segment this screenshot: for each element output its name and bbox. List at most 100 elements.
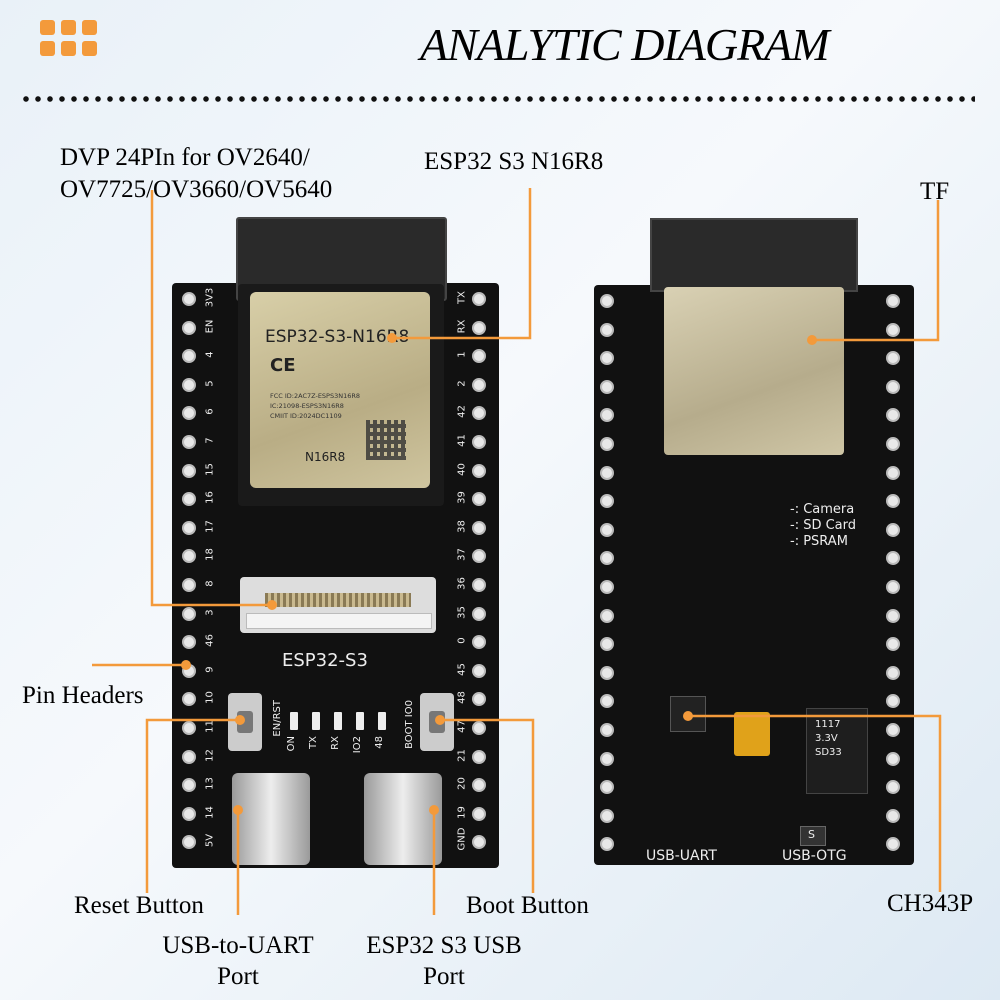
back-left-pin-hole: [600, 379, 614, 394]
label-reset-button: Reset Button: [74, 892, 204, 919]
right-pin-label: 35: [456, 605, 468, 619]
reset-button[interactable]: [228, 693, 262, 751]
back-left-pin-hole: [600, 408, 614, 423]
back-left-pin-hole: [600, 351, 614, 366]
back-left-pin-hole: [600, 294, 614, 308]
right-pin-hole: [472, 549, 486, 564]
label-boot-button: Boot Button: [466, 892, 589, 919]
back-left-pin-hole: [600, 751, 614, 766]
ldo-text-2: 3.3V: [815, 733, 838, 744]
qr-code: [366, 420, 406, 460]
fpc-connector: [240, 577, 436, 633]
legend-sdcard: -: SD Card: [790, 518, 857, 533]
left-pin-hole: [182, 549, 196, 564]
back-left-pin-hole: [600, 494, 614, 509]
ldo-regulator: 1117 3.3V SD33: [806, 708, 868, 794]
right-pin-label: 20: [456, 777, 468, 791]
left-pin-hole: [182, 292, 196, 306]
back-right-pin-hole: [886, 751, 900, 766]
fcc-line-2: IC:21098-ESPS3N16R8: [270, 402, 344, 410]
label-module: ESP32 S3 N16R8: [424, 148, 604, 175]
back-right-pin-hole: [886, 694, 900, 709]
back-right-pin-hole: [886, 723, 900, 737]
right-pin-hole: [472, 492, 486, 507]
back-left-pin-hole: [600, 637, 614, 652]
left-pin-label: 14: [204, 805, 216, 819]
right-pin-hole: [472, 835, 486, 850]
right-pin-hole: [472, 520, 486, 535]
right-pin-label: 41: [456, 434, 468, 447]
right-pin-label: 0: [456, 637, 468, 644]
back-left-pin-row: [598, 294, 628, 854]
left-pin-hole: [182, 520, 196, 535]
back-right-pin-hole: [886, 837, 900, 852]
back-left-pin-hole: [600, 723, 614, 737]
dotted-divider: [20, 96, 975, 102]
left-pin-hole: [182, 435, 196, 449]
right-pin-hole: [472, 778, 486, 793]
left-pin-hole: [182, 463, 196, 478]
back-left-pin-hole: [600, 608, 614, 623]
ldo-text-3: SD33: [815, 747, 842, 758]
left-pin-label: 5V: [204, 834, 216, 848]
right-pin-hole: [472, 721, 486, 735]
status-led: [356, 712, 364, 730]
right-pin-label: 39: [456, 491, 468, 505]
right-pin-label: 37: [456, 548, 468, 562]
right-pin-label: 40: [456, 462, 468, 476]
usb-uart-port[interactable]: [232, 773, 310, 865]
back-right-pin-hole: [886, 351, 900, 366]
left-pin-label: 7: [204, 437, 216, 444]
back-right-pin-hole: [886, 608, 900, 623]
left-pin-hole: [182, 578, 196, 592]
left-pin-label: 6: [204, 408, 216, 416]
left-pin-label: 17: [204, 519, 216, 533]
left-pin-hole: [182, 377, 196, 392]
legend-psram: -: PSRAM: [790, 534, 848, 549]
left-pin-hole: [182, 663, 196, 678]
status-led: [290, 712, 298, 730]
back-left-pin-hole: [600, 694, 614, 709]
right-pin-label: GND: [456, 827, 468, 851]
right-pin-hole: [472, 606, 486, 621]
back-right-pin-hole: [886, 294, 900, 308]
back-right-pin-hole: [886, 465, 900, 480]
led-label: IO2: [352, 736, 363, 754]
esp32-module: ESP32-S3-N16R8 CE FCC ID:2AC7Z-ESPS3N16R…: [238, 284, 444, 506]
small-s-component: S: [800, 826, 826, 846]
esp-usb-port[interactable]: [364, 773, 442, 865]
left-pin-label: 10: [204, 691, 216, 705]
right-pin-hole: [472, 578, 486, 592]
module-shield: ESP32-S3-N16R8 CE FCC ID:2AC7Z-ESPS3N16R…: [250, 292, 430, 488]
left-pin-hole: [182, 749, 196, 764]
status-led: [378, 712, 386, 730]
left-pin-hole: [182, 606, 196, 621]
ldo-text-1: 1117: [815, 719, 841, 730]
logo-icon: [40, 20, 100, 60]
left-pin-label: 8: [204, 580, 216, 587]
silk-boot: BOOT IO0: [404, 700, 415, 749]
led-label: TX: [308, 736, 319, 749]
right-pin-label: 21: [456, 748, 468, 762]
left-pin-label: 3V3: [204, 287, 216, 308]
left-pin-label: 46: [204, 634, 216, 648]
tf-slot[interactable]: [664, 287, 844, 455]
right-pin-label: 42: [456, 405, 468, 419]
back-right-pin-hole: [886, 322, 900, 337]
small-s-label: S: [808, 828, 815, 841]
right-pin-label: 47: [456, 720, 468, 733]
back-left-pin-hole: [600, 780, 614, 795]
back-left-pin-hole: [600, 465, 614, 480]
left-pin-label: 16: [204, 491, 216, 505]
right-pin-label: 38: [456, 519, 468, 533]
right-pin-hole: [472, 635, 486, 650]
back-left-pin-hole: [600, 580, 614, 594]
boot-button[interactable]: [420, 693, 454, 751]
back-right-pin-hole: [886, 780, 900, 795]
right-pin-hole: [472, 749, 486, 764]
right-pin-hole: [472, 292, 486, 306]
right-pin-label: TX: [456, 291, 468, 304]
back-left-pin-hole: [600, 322, 614, 337]
